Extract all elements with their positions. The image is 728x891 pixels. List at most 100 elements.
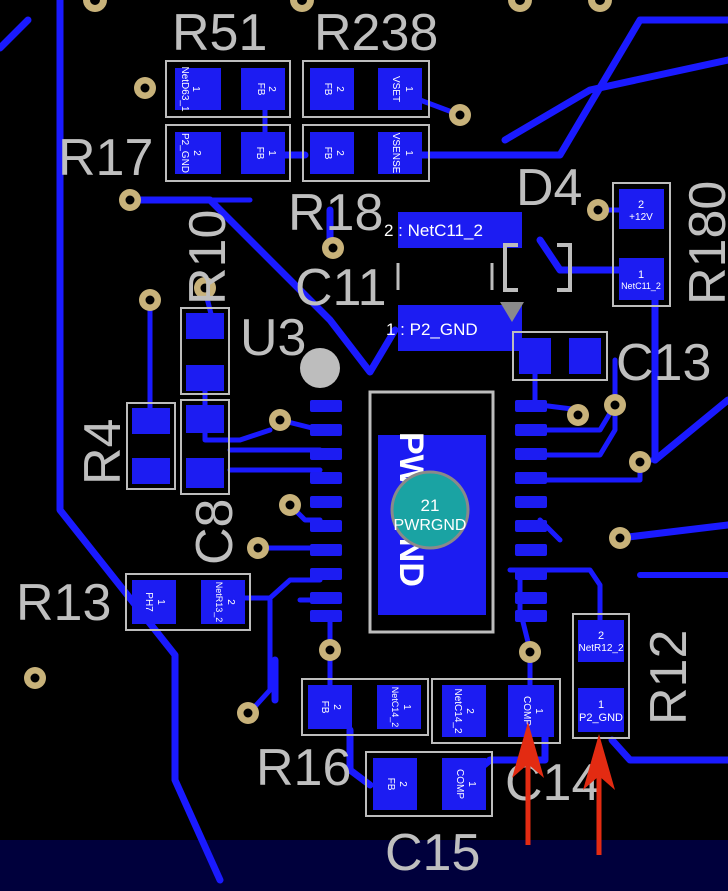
c15-capacitor: 2 FB 1 COMP bbox=[365, 751, 493, 817]
r51-resistor: 1 NetD63_1 2 FB bbox=[165, 60, 291, 118]
trace bbox=[501, 56, 728, 144]
r18-pad1-net: VSENSE bbox=[390, 133, 401, 174]
r16-pad1-num: 1 bbox=[401, 704, 412, 710]
r16-pad1-net: NetC14_2 bbox=[390, 687, 400, 728]
r13-pad1-num: 1 bbox=[155, 599, 166, 605]
c15-pad1-num: 1 bbox=[466, 781, 477, 787]
r238-pad1-num: 1 bbox=[403, 86, 414, 92]
r18-pad1-num: 1 bbox=[403, 150, 414, 156]
r16-pad2-num: 2 bbox=[331, 704, 342, 710]
ref-r16: R16 bbox=[256, 739, 351, 797]
thermal-pad bbox=[390, 470, 470, 550]
d4-diode bbox=[500, 243, 572, 322]
ref-c11: C11 bbox=[295, 259, 387, 317]
trace bbox=[537, 457, 643, 483]
ref-c15: C15 bbox=[385, 824, 480, 882]
trace bbox=[0, 16, 32, 52]
ref-r51: R51 bbox=[172, 4, 267, 62]
ref-r17: R17 bbox=[58, 129, 153, 187]
r18-resistor: 2 FB 1 VSENSE bbox=[302, 124, 430, 182]
c8-capacitor bbox=[180, 399, 230, 495]
bottom-bar bbox=[0, 840, 728, 891]
via bbox=[290, 0, 314, 12]
ref-r18: R18 bbox=[288, 184, 383, 242]
via bbox=[588, 0, 612, 12]
r51-pad1-net: NetD63_1 bbox=[179, 66, 190, 111]
r13-pad2-net: NetR13_2 bbox=[214, 582, 224, 623]
r180-pad1-net: NetC11_2 bbox=[621, 281, 661, 291]
r51-pad1-num: 1 bbox=[190, 86, 201, 92]
trace bbox=[56, 0, 224, 884]
ref-r4: R4 bbox=[74, 419, 132, 485]
c14-pad1-num: 1 bbox=[533, 708, 544, 714]
r13-pad1-net: PH7 bbox=[143, 592, 154, 612]
c14-capacitor: 2 NetC14_2 1 COMP bbox=[431, 678, 561, 744]
r18-pad2-net: FB bbox=[322, 147, 333, 160]
r18-pad2-num: 2 bbox=[334, 150, 345, 156]
r238-pad2-net: FB bbox=[322, 83, 333, 96]
r238-pad1-net: VSET bbox=[390, 76, 401, 102]
r13-pad2-num: 2 bbox=[225, 599, 236, 605]
c15-pad1-net: COMP bbox=[454, 769, 465, 799]
r180-pad1-num: 1 bbox=[638, 269, 644, 281]
r17-resistor: 2 P2_GND 1 FB bbox=[165, 124, 291, 182]
trace bbox=[346, 726, 374, 789]
ref-r13: R13 bbox=[16, 574, 111, 632]
r12-resistor: 2 NetR12_2 1 P2_GND bbox=[572, 613, 630, 739]
trace bbox=[616, 521, 728, 542]
r51-pad2-num: 2 bbox=[266, 86, 277, 92]
thermal-pad-net: PWRGND bbox=[394, 517, 467, 534]
ref-r238: R238 bbox=[314, 4, 438, 62]
arrow-icon bbox=[583, 734, 615, 855]
thermal-pad-number: 21 bbox=[421, 496, 440, 515]
trace bbox=[247, 597, 273, 715]
ref-r180: R180 bbox=[679, 181, 728, 305]
r180-pad2-num: 2 bbox=[638, 199, 644, 211]
trace bbox=[608, 736, 728, 764]
r180-pad2-net: +12V bbox=[629, 212, 653, 223]
c14-pad1-net: COMP bbox=[521, 696, 532, 726]
r17-pad2-num: 2 bbox=[191, 150, 202, 156]
r17-pad2-net: P2_GND bbox=[179, 133, 190, 173]
c15-pad2-num: 2 bbox=[397, 781, 408, 787]
c13-capacitor bbox=[512, 331, 608, 381]
via bbox=[83, 0, 107, 12]
r51-pad2-net: FB bbox=[255, 83, 266, 96]
pin1-marker bbox=[300, 348, 340, 388]
c11-pad2-label: 2 : NetC11_2 bbox=[384, 221, 483, 240]
trace bbox=[651, 396, 728, 464]
r16-resistor: 2 FB 1 NetC14_2 bbox=[301, 678, 429, 736]
c14-pad2-num: 2 bbox=[464, 708, 475, 714]
r12-pad2-net: NetR12_2 bbox=[578, 643, 623, 654]
r10-resistor bbox=[180, 307, 230, 395]
reference-designators: R51 R238 R17 R18 D4 C11 U3 C13 R13 R16 C… bbox=[16, 4, 728, 882]
via bbox=[508, 0, 532, 12]
ref-c13: C13 bbox=[616, 334, 711, 392]
annotation-arrows bbox=[512, 722, 615, 855]
c14-pad2-net: NetC14_2 bbox=[452, 688, 463, 733]
ref-d4: D4 bbox=[516, 159, 582, 217]
r12-pad2-num: 2 bbox=[598, 630, 604, 642]
ref-r10: R10 bbox=[179, 210, 237, 305]
ref-c8: C8 bbox=[186, 499, 244, 565]
r12-pad1-net: P2_GND bbox=[579, 712, 623, 724]
r238-pad2-num: 2 bbox=[334, 86, 345, 92]
r4-resistor bbox=[126, 402, 176, 490]
trace bbox=[416, 16, 728, 159]
u3-ic: PWRGND 21 PWRGND bbox=[300, 348, 547, 634]
ref-r12: R12 bbox=[640, 630, 698, 725]
c11-pad1-label: 1 : P2_GND bbox=[386, 320, 478, 339]
c11-capacitor: 2 : NetC11_2 1 : P2_GND bbox=[384, 212, 522, 351]
r17-pad1-net: FB bbox=[254, 147, 265, 160]
arrow-icon bbox=[512, 722, 544, 845]
trace bbox=[507, 567, 603, 623]
r17-pad1-num: 1 bbox=[266, 150, 277, 156]
r180-resistor: 2 +12V 1 NetC11_2 bbox=[612, 182, 671, 307]
ref-u3: U3 bbox=[240, 309, 306, 367]
r16-pad2-net: FB bbox=[319, 701, 330, 714]
r12-pad1-num: 1 bbox=[598, 699, 604, 711]
r238-resistor: 2 FB 1 VSET bbox=[302, 60, 430, 118]
r13-resistor: 1 PH7 2 NetR13_2 bbox=[125, 573, 251, 631]
